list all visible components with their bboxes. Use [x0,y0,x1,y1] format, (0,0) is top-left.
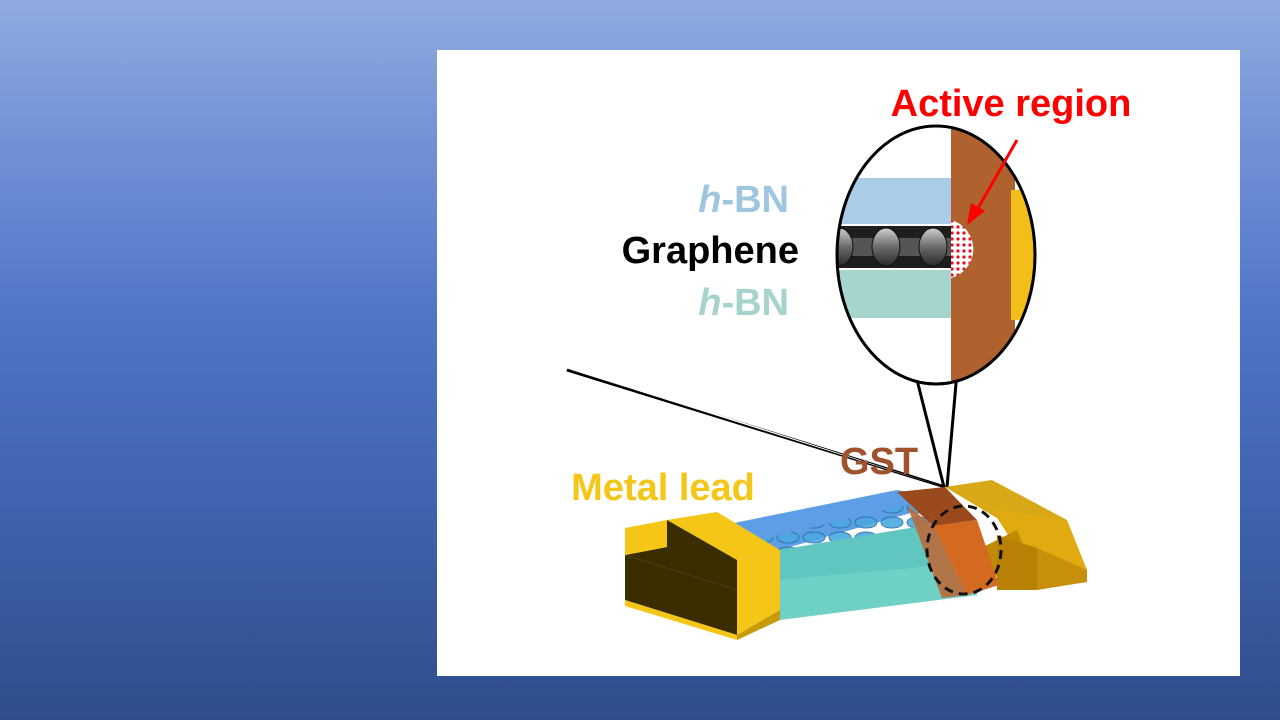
hbn-bottom-layer [836,270,951,318]
metal-lead-label: Metal lead [571,467,755,509]
gst-label: GST [840,441,918,483]
graphene-label: Graphene [622,230,799,272]
magnified-view [565,124,1037,489]
active-region-arrow [967,139,1019,225]
hbn-top-label: h-BN [698,179,789,221]
magnifier-circle [835,124,1037,386]
metal-lead-left [625,512,780,640]
hbn-top-layer [836,178,951,224]
graphene-atoms [836,227,951,267]
active-region-dashed-outline [925,504,1003,596]
device [625,480,1087,640]
device-diagram: Active region h-BN Graphene h-BN GST Met… [565,83,1132,640]
active-region-label: Active region [891,83,1132,125]
metal-lead-right [945,480,1087,590]
hbn-bottom-label: h-BN [698,282,789,324]
figure-panel: Active region h-BN Graphene h-BN GST Met… [437,50,1240,676]
gst-device-block [897,487,999,598]
